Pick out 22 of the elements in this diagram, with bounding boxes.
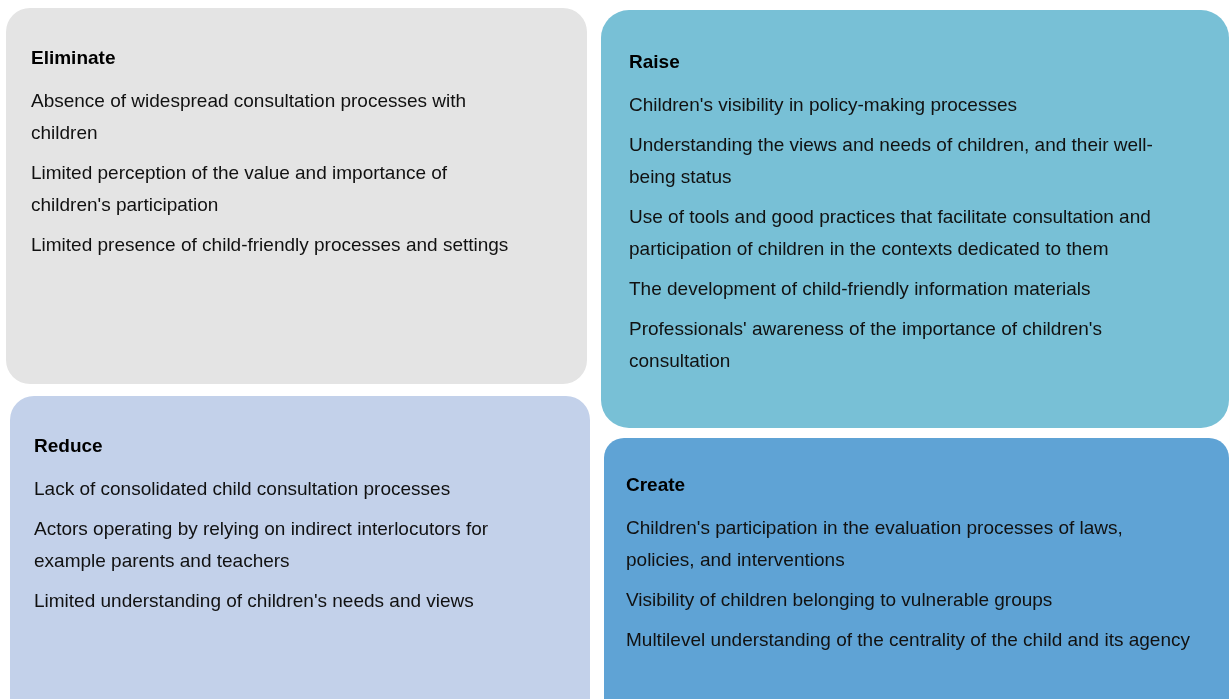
panel-heading: Create	[626, 473, 687, 497]
list-item: Limited understanding of children's needs and views	[34, 589, 475, 613]
list-item: Children's participation in the evaluation processes of laws, policies, and interventions	[626, 516, 1124, 572]
category-panel	[10, 396, 590, 699]
list-item: Actors operating by relying on indirect interlocutors for example parents and teachers	[34, 517, 490, 573]
category-panel	[6, 8, 587, 384]
list-item: Visibility of children belonging to vulnerable groups	[626, 588, 1054, 612]
list-item: Multilevel understanding of the centrality of the child and its agency	[626, 628, 1191, 652]
panel-heading: Eliminate	[31, 46, 117, 70]
list-item: Professionals' awareness of the importance of children's consultation	[629, 317, 1103, 373]
list-item: The development of child-friendly information materials	[629, 277, 1092, 301]
panel-heading: Raise	[629, 50, 681, 74]
category-panel	[601, 10, 1229, 428]
list-item: Absence of widespread consultation processes with children	[31, 89, 468, 145]
list-item: Use of tools and good practices that facilitate consultation and participation of children in the contexts dedicated to them	[629, 205, 1152, 261]
panel-heading: Reduce	[34, 434, 104, 458]
list-item: Understanding the views and needs of children, and their well-being status	[629, 133, 1154, 189]
list-item: Limited presence of child-friendly processes and settings	[31, 233, 510, 257]
list-item: Lack of consolidated child consultation processes	[34, 477, 452, 501]
list-item: Limited perception of the value and importance of children's participation	[31, 161, 449, 217]
list-item: Children's visibility in policy-making processes	[629, 93, 1018, 117]
category-panel	[604, 438, 1229, 699]
